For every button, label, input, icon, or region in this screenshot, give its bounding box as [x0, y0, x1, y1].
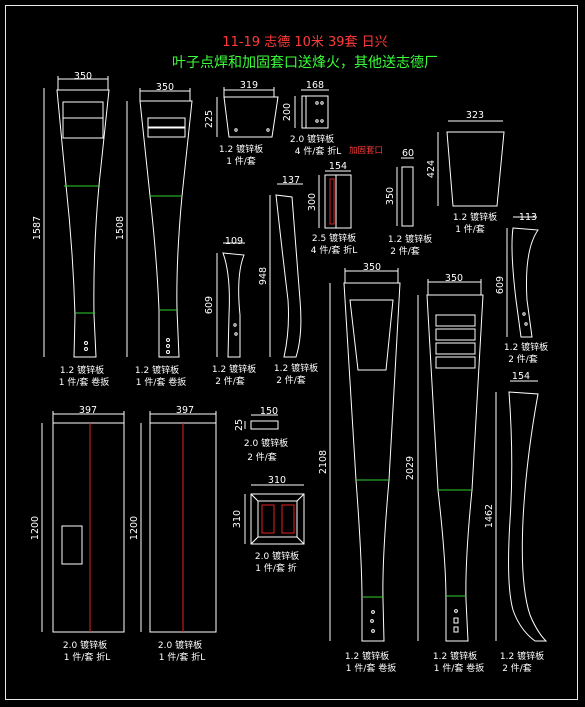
- dim-width: 319: [240, 80, 258, 91]
- dim-height: 300: [307, 193, 318, 211]
- dim-height: 25: [234, 419, 245, 431]
- part-leaf-2029: 350 2029 1.2 镀锌板 1 件/套 卷扳: [405, 273, 484, 674]
- part-168x200: 168 200 2.0 镀锌板 4 件/套 折L: [282, 80, 341, 157]
- part-qty: 2 件/套: [502, 662, 532, 674]
- part-310x310: 310 310 2.0 镀锌板 1 件/套 折: [232, 475, 305, 574]
- part-leaf-1587: 350 1587 1.2 镀锌板 1 件/套 卷扳: [32, 71, 110, 388]
- dim-width: 350: [156, 82, 174, 93]
- dim-height: 1508: [115, 216, 126, 240]
- part-spec: 2.0 镀锌板: [158, 639, 202, 651]
- part-spec: 2.0 镀锌板: [244, 437, 288, 449]
- part-spec: 1.2 镀锌板: [388, 233, 432, 245]
- part-strip-109: 109 609 1.2 镀锌板 2 件/套: [204, 236, 256, 387]
- dim-width: 168: [306, 80, 324, 91]
- part-323x424: 323 424 1.2 镀锌板 1 件/套: [426, 110, 505, 235]
- dim-width: 109: [225, 236, 243, 247]
- part-qty: 2 件/套: [276, 374, 306, 386]
- dim-width: 310: [268, 475, 286, 486]
- part-qty: 1 件/套 卷扳: [59, 376, 109, 388]
- dim-height: 609: [495, 276, 506, 294]
- reinforce-note: 加固套口: [349, 145, 383, 156]
- part-qty: 1 件/套: [226, 155, 256, 167]
- dim-width: 323: [466, 110, 484, 121]
- part-spec: 1.2 镀锌板: [274, 362, 318, 374]
- dim-height: 2029: [405, 456, 416, 480]
- dim-height: 350: [385, 187, 396, 205]
- dim-height: 948: [258, 267, 269, 285]
- part-319x225: 319 225 1.2 镀锌板 1 件/套: [204, 80, 279, 167]
- part-spec: 1.2 镀锌板: [453, 211, 497, 223]
- part-spec: 1.2 镀锌板: [433, 650, 477, 662]
- dim-height: 310: [232, 510, 243, 528]
- part-reinforce-collar: 154 300 加固套口 2.5 镀锌板 4 件/套 折L: [307, 145, 383, 256]
- dim-width: 154: [329, 161, 347, 172]
- part-spec: 1.2 镀锌板: [135, 364, 179, 376]
- part-qty: 2 件/套: [508, 353, 538, 365]
- part-qty: 1 件/套 卷扳: [346, 662, 396, 674]
- part-spec: 2.0 镀锌板: [290, 133, 334, 145]
- part-qty: 1 件/套 折: [255, 562, 296, 574]
- dim-height: 225: [204, 110, 215, 128]
- dim-height: 609: [204, 296, 215, 314]
- part-qty: 4 件/套 折L: [311, 244, 358, 256]
- dim-width: 113: [519, 212, 537, 223]
- part-qty: 2 件/套: [390, 245, 420, 257]
- part-qty: 2 件/套: [215, 375, 245, 387]
- part-spec: 1.2 镀锌板: [500, 650, 544, 662]
- dim-width: 397: [79, 405, 97, 416]
- part-qty: 1 件/套 卷扳: [136, 376, 186, 388]
- part-leaf-1508: 350 1508 1.2 镀锌板 1 件/套 卷扳: [115, 82, 193, 388]
- part-qty: 1 件/套: [455, 223, 485, 235]
- part-strip-154: 154 1462 1.2 镀锌板 2 件/套: [484, 371, 548, 674]
- part-spec: 1.2 镀锌板: [60, 364, 104, 376]
- part-spec: 2.0 镀锌板: [63, 639, 107, 651]
- dim-height: 424: [426, 160, 437, 178]
- part-qty: 1 件/套 卷扳: [434, 662, 484, 674]
- drawing-title: 11-19 志德 10米 39套 日兴: [222, 34, 387, 50]
- part-spec: 2.5 镀锌板: [312, 232, 356, 244]
- dim-width: 137: [282, 175, 300, 186]
- dim-height: 1200: [129, 516, 140, 540]
- part-leaf-2108: 350 2108 1.2 镀锌板 1 件/套 卷扳: [318, 262, 401, 674]
- part-door-panel-2: 397 1200 2.0 镀锌板 1 件/套 折L: [129, 405, 217, 663]
- part-qty: 4 件/套 折L: [295, 145, 342, 157]
- dim-height: 200: [282, 103, 293, 121]
- part-qty: 1 件/套 折L: [64, 651, 111, 663]
- part-strip-113: 113 609 1.2 镀锌板 2 件/套: [495, 212, 548, 365]
- part-60x350: 60 350 1.2 镀锌板 2 件/套: [385, 148, 432, 257]
- part-spec: 1.2 镀锌板: [345, 650, 389, 662]
- drawing-frame: [5, 5, 578, 700]
- part-spec: 1.2 镀锌板: [219, 143, 263, 155]
- dim-width: 350: [445, 273, 463, 284]
- dim-width: 350: [74, 71, 92, 82]
- dim-height: 2108: [318, 450, 329, 474]
- dim-width: 397: [176, 405, 194, 416]
- dim-height: 1462: [484, 504, 495, 528]
- part-strip-137: 137 948 1.2 镀锌板 2 件/套: [258, 175, 318, 386]
- part-qty: 2 件/套: [247, 451, 277, 463]
- dim-width: 150: [260, 406, 278, 417]
- part-spec: 1.2 镀锌板: [504, 341, 548, 353]
- part-spec: 1.2 镀锌板: [212, 363, 256, 375]
- part-qty: 1 件/套 折L: [159, 651, 206, 663]
- part-150x25: 150 25 2.0 镀锌板 2 件/套: [234, 406, 288, 463]
- dim-width: 154: [512, 371, 530, 382]
- dim-width: 350: [363, 262, 381, 273]
- part-spec: 2.0 镀锌板: [255, 550, 299, 562]
- dim-height: 1587: [32, 216, 43, 240]
- part-door-panel-1: 397 1200 2.0 镀锌板 1 件/套 折L: [30, 405, 125, 663]
- dim-height: 1200: [30, 516, 41, 540]
- dim-width: 60: [402, 148, 414, 159]
- drawing-subtitle: 叶子点焊和加固套口送烽火，其他送志德厂: [172, 55, 438, 71]
